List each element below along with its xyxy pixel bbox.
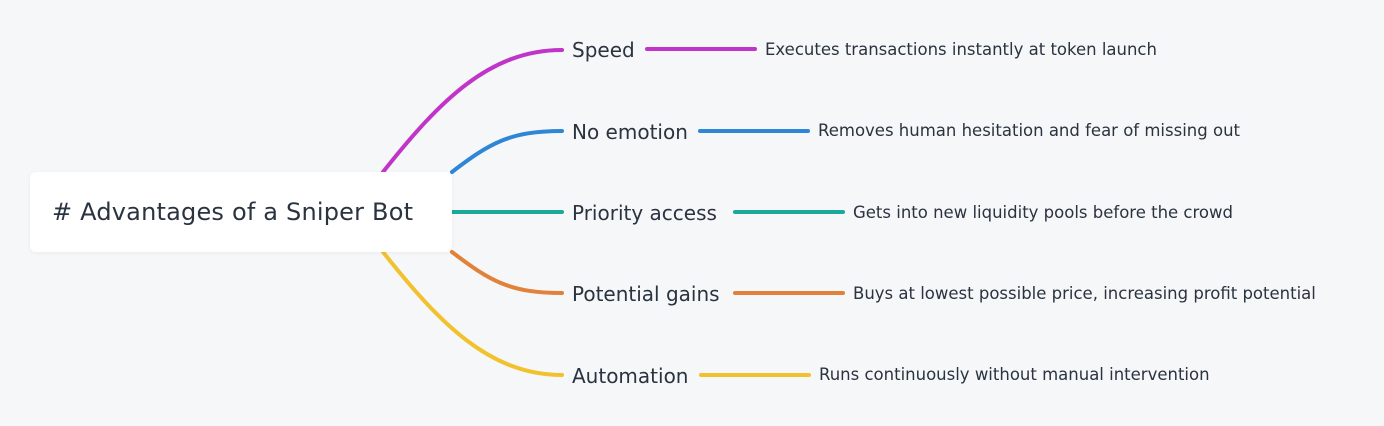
branch-automation-label[interactable]: Automation bbox=[572, 364, 689, 388]
edge-automation bbox=[381, 250, 564, 377]
root-node[interactable]: # Advantages of a Sniper Bot bbox=[30, 172, 452, 252]
edge-no-emotion bbox=[450, 129, 564, 174]
branch-speed-label[interactable]: Speed bbox=[572, 38, 635, 62]
root-node-label: # Advantages of a Sniper Bot bbox=[52, 198, 414, 226]
edge-potential-gains bbox=[450, 250, 564, 295]
leaf-automation-detail[interactable]: Runs continuously without manual interve… bbox=[819, 365, 1210, 384]
leaf-no-emotion-detail[interactable]: Removes human hesitation and fear of mis… bbox=[818, 121, 1240, 140]
edge-speed bbox=[381, 48, 564, 174]
leaf-potential-gains-detail[interactable]: Buys at lowest possible price, increasin… bbox=[853, 284, 1316, 303]
branch-priority-access-label[interactable]: Priority access bbox=[572, 201, 717, 225]
branch-potential-gains-label[interactable]: Potential gains bbox=[572, 282, 720, 306]
branch-no-emotion-label[interactable]: No emotion bbox=[572, 120, 688, 144]
leaf-speed-detail[interactable]: Executes transactions instantly at token… bbox=[765, 40, 1157, 59]
leaf-priority-access-detail[interactable]: Gets into new liquidity pools before the… bbox=[853, 203, 1233, 222]
